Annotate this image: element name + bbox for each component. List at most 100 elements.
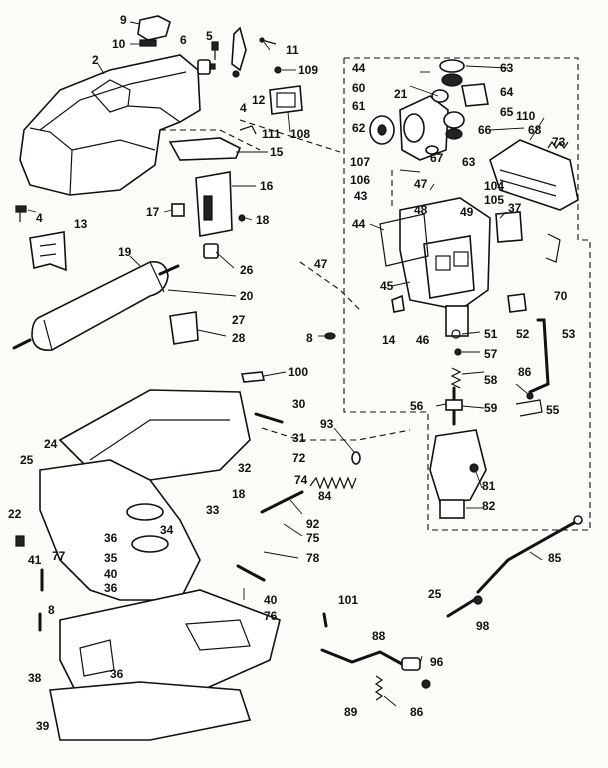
part-label-4-lower: 4 [36, 211, 43, 225]
part-label-65: 65 [500, 105, 514, 119]
part-label-36: 36 [104, 531, 118, 545]
rod-part-53 [528, 318, 550, 394]
part-label-37: 37 [508, 201, 522, 215]
ring-part-51 [451, 329, 461, 339]
part-label-2: 2 [92, 53, 99, 67]
part-label-40: 40 [104, 567, 118, 581]
part-label-59: 59 [484, 401, 498, 415]
clip-part-52 [507, 293, 527, 313]
shaft-part-74 [260, 490, 304, 514]
part-label-39: 39 [36, 719, 50, 733]
spring-clip-part-70 [545, 233, 561, 263]
ball-part-57 [454, 348, 462, 356]
rod-part-88 [320, 648, 404, 666]
washer-part-67 [425, 145, 439, 155]
part-label-19: 19 [118, 245, 132, 259]
part-label-22: 22 [8, 507, 22, 521]
part-label-106: 106 [350, 173, 370, 187]
dashed-grouping-lines [160, 57, 591, 531]
part-label-20: 20 [240, 289, 254, 303]
part-label-41: 41 [28, 553, 42, 567]
part-label-110: 110 [516, 109, 536, 123]
part-label-63-lower: 63 [462, 155, 476, 169]
part-label-58: 58 [484, 373, 498, 387]
cap-part-64 [461, 83, 489, 107]
part-label-31: 31 [292, 431, 306, 445]
part-label-86-lower: 86 [410, 705, 424, 719]
part-label-44-lower: 44 [352, 217, 366, 231]
part-label-64: 64 [500, 85, 514, 99]
pin-part-30 [254, 412, 284, 424]
part-label-84: 84 [318, 489, 332, 503]
part-label-32: 32 [238, 461, 252, 475]
pin-part-8a [324, 332, 336, 340]
screw-part-4b [15, 205, 27, 222]
part-label-18-lower: 18 [232, 487, 246, 501]
clip-part-10 [139, 39, 157, 47]
part-label-13: 13 [74, 217, 88, 231]
pin-part-11 [259, 37, 277, 45]
part-label-49: 49 [460, 205, 474, 219]
plate-part-15 [168, 137, 242, 161]
part-label-27: 27 [232, 313, 246, 327]
part-label-92: 92 [306, 517, 320, 531]
part-label-24: 24 [44, 437, 58, 451]
pin-part-25b [446, 598, 476, 618]
part-label-8-lower: 8 [48, 603, 55, 617]
part-label-14: 14 [382, 333, 396, 347]
clip-part-13 [29, 231, 67, 272]
part-label-63: 63 [500, 61, 514, 75]
part-label-6: 6 [180, 33, 187, 47]
pulley-part-62 [369, 115, 395, 145]
part-label-30: 30 [292, 397, 306, 411]
part-label-72: 72 [292, 451, 306, 465]
part-label-46: 46 [416, 333, 430, 347]
part-label-56: 56 [410, 399, 424, 413]
part-label-78: 78 [306, 551, 320, 565]
brush-holder-part-16 [195, 171, 233, 237]
screw-part-18a [238, 214, 246, 222]
part-label-9: 9 [120, 13, 127, 27]
gear-part-21 [431, 89, 449, 103]
spring-part-84 [309, 476, 357, 490]
part-label-48: 48 [414, 203, 428, 217]
part-label-16: 16 [260, 179, 274, 193]
part-label-67: 67 [430, 151, 444, 165]
part-label-17: 17 [146, 205, 160, 219]
part-label-76: 76 [264, 609, 278, 623]
part-label-100: 100 [288, 365, 308, 379]
part-label-36-middle: 36 [104, 581, 118, 595]
bracket-part-37 [495, 211, 523, 243]
part-label-55: 55 [546, 403, 560, 417]
clip-part-98 [473, 595, 483, 605]
drive-belt-part-110 [489, 139, 579, 211]
part-label-96: 96 [430, 655, 444, 669]
lever-part-55 [515, 392, 543, 417]
part-label-74: 74 [294, 473, 308, 487]
pin-part-100 [240, 371, 266, 383]
part-label-52: 52 [516, 327, 530, 341]
part-label-8: 8 [306, 331, 313, 345]
part-label-21: 21 [394, 87, 408, 101]
part-label-12: 12 [252, 93, 266, 107]
bracket-part-27 [169, 311, 199, 345]
part-label-47: 47 [314, 257, 328, 271]
part-label-36-lower: 36 [110, 667, 124, 681]
part-label-107: 107 [350, 155, 370, 169]
spring-part-73 [547, 140, 569, 150]
screw-part-14 [391, 294, 405, 313]
part-label-75: 75 [306, 531, 320, 545]
part-label-4: 4 [240, 101, 247, 115]
nut-part-109 [274, 66, 282, 74]
part-label-61: 61 [352, 99, 366, 113]
part-label-60: 60 [352, 81, 366, 95]
part-label-35: 35 [104, 551, 118, 565]
part-label-51: 51 [484, 327, 498, 341]
sleeve-part-96 [401, 657, 421, 671]
part-label-57: 57 [484, 347, 498, 361]
spring-part-58 [450, 367, 462, 389]
part-label-5: 5 [206, 29, 213, 43]
part-label-108: 108 [290, 127, 310, 141]
part-label-82: 82 [482, 499, 496, 513]
